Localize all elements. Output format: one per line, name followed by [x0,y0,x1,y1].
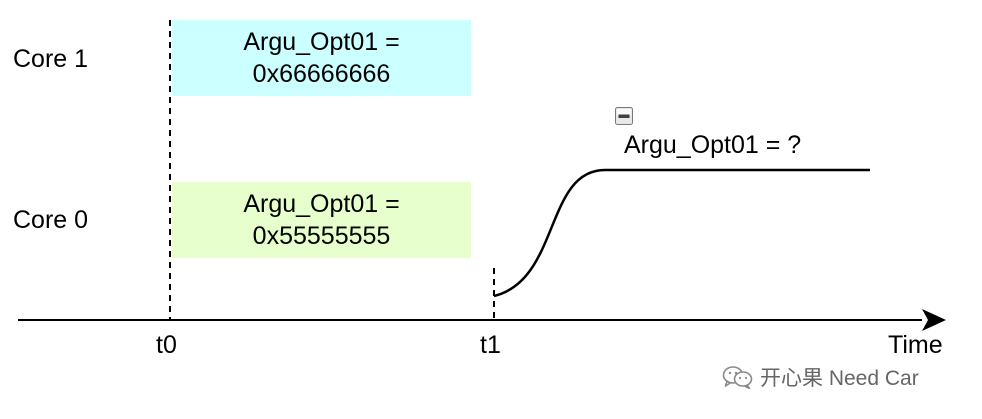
row-label-core0: Core 0 [13,206,89,234]
core0-value-box: Argu_Opt01 = 0x55555555 [172,182,471,258]
value-transition-curve [493,168,870,298]
axis-label-time: Time [888,331,943,359]
core0-value-label: Argu_Opt01 = [243,190,400,218]
time-axis-arrowhead [922,309,946,331]
curve-label: Argu_Opt01 = ? [624,131,802,159]
wechat-icon [722,366,753,389]
tick-label-t0: t0 [156,331,177,359]
row-label-core1: Core 1 [13,45,89,73]
core1-value-box: Argu_Opt01 = 0x66666666 [172,20,471,96]
watermark: 开心果 Need Car [722,364,919,390]
core1-value-label: Argu_Opt01 = [243,28,400,56]
minus-box-icon[interactable] [615,107,633,125]
watermark-text: 开心果 Need Car [760,367,919,390]
core0-value: 0x55555555 [252,222,391,250]
core1-value: 0x66666666 [252,60,391,88]
tick-label-t1: t1 [480,331,501,359]
